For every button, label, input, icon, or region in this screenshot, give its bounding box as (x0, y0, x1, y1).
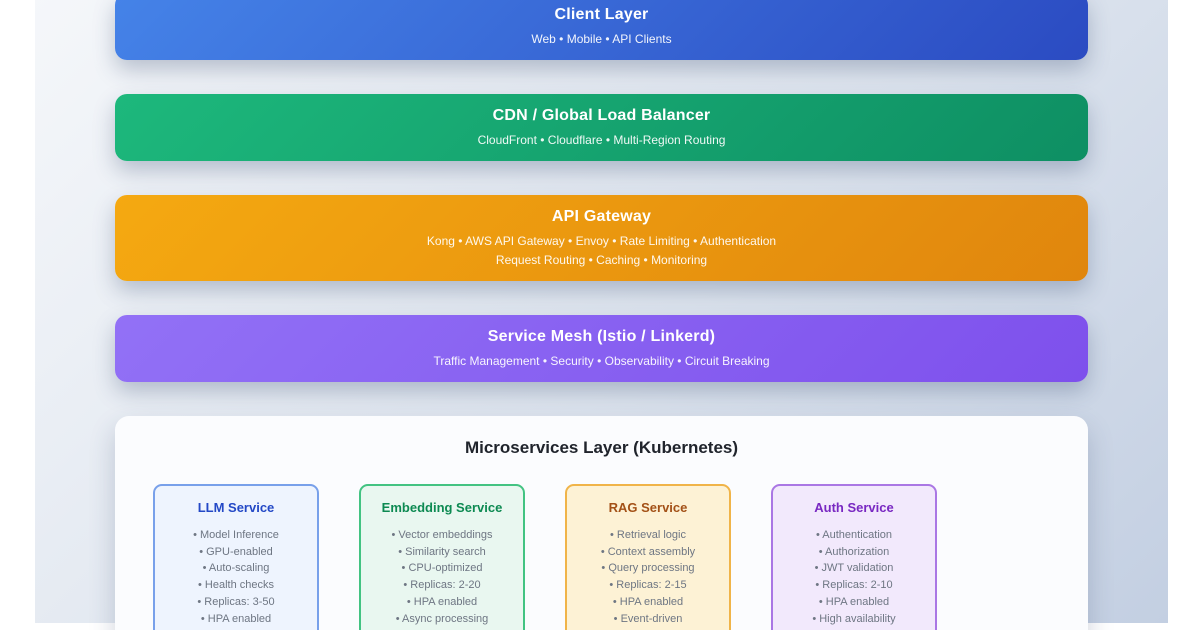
microservices-panel: Microservices Layer (Kubernetes) LLM Ser… (115, 415, 1088, 630)
service-item: JWT validation (779, 560, 929, 577)
service-cards-row: LLM Service Model Inference GPU-enabled … (153, 483, 1050, 630)
microservices-panel-title: Microservices Layer (Kubernetes) (464, 437, 739, 457)
architecture-diagram-canvas: Client Layer Web • Mobile • API Clients … (35, 0, 1168, 630)
service-item: HPA enabled (779, 594, 929, 611)
service-card-title-embedding: Embedding Service (381, 499, 503, 515)
service-item: Event-driven (573, 611, 723, 628)
service-item: Authorization (779, 544, 929, 561)
service-card-auth: Auth Service Authentication Authorizatio… (771, 483, 937, 630)
layer-band-service-mesh: Service Mesh (Istio / Linkerd) Traffic M… (115, 314, 1088, 382)
service-card-items-embedding: Vector embeddings Similarity search CPU-… (367, 527, 517, 627)
service-item: Replicas: 3-50 (161, 594, 311, 611)
service-item: CPU-optimized (367, 560, 517, 577)
service-item: Similarity search (367, 544, 517, 561)
layer-subtitle2-api-gateway: Request Routing • Caching • Monitoring (495, 252, 708, 267)
service-item: Health checks (161, 577, 311, 594)
layer-title-client: Client Layer (554, 6, 649, 23)
layer-subtitle-api-gateway: Kong • AWS API Gateway • Envoy • Rate Li… (426, 234, 777, 249)
layer-title-api-gateway: API Gateway (551, 208, 652, 226)
layer-subtitle-client: Web • Mobile • API Clients (531, 32, 672, 46)
service-item: Async processing (367, 611, 517, 628)
service-card-llm: LLM Service Model Inference GPU-enabled … (153, 483, 319, 630)
layer-band-client: Client Layer Web • Mobile • API Clients (115, 0, 1088, 61)
service-card-items-auth: Authentication Authorization JWT validat… (779, 527, 929, 627)
service-item: Context assembly (573, 544, 723, 561)
layer-subtitle-cdn: CloudFront • Cloudflare • Multi-Region R… (477, 133, 726, 148)
service-item: Auto-scaling (161, 560, 311, 577)
service-item: Replicas: 2-15 (573, 577, 723, 594)
service-card-title-llm: LLM Service (197, 499, 275, 515)
layer-stack: Client Layer Web • Mobile • API Clients … (35, 0, 1168, 630)
service-card-title-auth: Auth Service (814, 499, 894, 515)
layer-title-cdn: CDN / Global Load Balancer (492, 107, 711, 125)
layer-title-service-mesh: Service Mesh (Istio / Linkerd) (487, 327, 716, 345)
service-item: HPA enabled (573, 594, 723, 611)
layer-band-cdn: CDN / Global Load Balancer CloudFront • … (115, 94, 1088, 162)
service-card-embedding: Embedding Service Vector embeddings Simi… (359, 483, 525, 630)
service-card-rag: RAG Service Retrieval logic Context asse… (565, 483, 731, 630)
service-item: HPA enabled (367, 594, 517, 611)
service-item: Query processing (573, 560, 723, 577)
service-item: Replicas: 2-20 (367, 577, 517, 594)
service-item: High availability (779, 611, 929, 628)
service-card-items-rag: Retrieval logic Context assembly Query p… (573, 527, 723, 627)
layer-band-api-gateway: API Gateway Kong • AWS API Gateway • Env… (115, 195, 1088, 281)
service-item: Vector embeddings (367, 527, 517, 544)
service-item: Model Inference (161, 527, 311, 544)
service-card-items-llm: Model Inference GPU-enabled Auto-scaling… (161, 527, 311, 627)
service-item: Replicas: 2-10 (779, 577, 929, 594)
service-item: HPA enabled (161, 611, 311, 628)
service-item: GPU-enabled (161, 544, 311, 561)
service-item: Authentication (779, 527, 929, 544)
service-item: Retrieval logic (573, 527, 723, 544)
layer-subtitle-service-mesh: Traffic Management • Security • Observab… (433, 353, 770, 368)
service-card-title-rag: RAG Service (608, 499, 688, 515)
